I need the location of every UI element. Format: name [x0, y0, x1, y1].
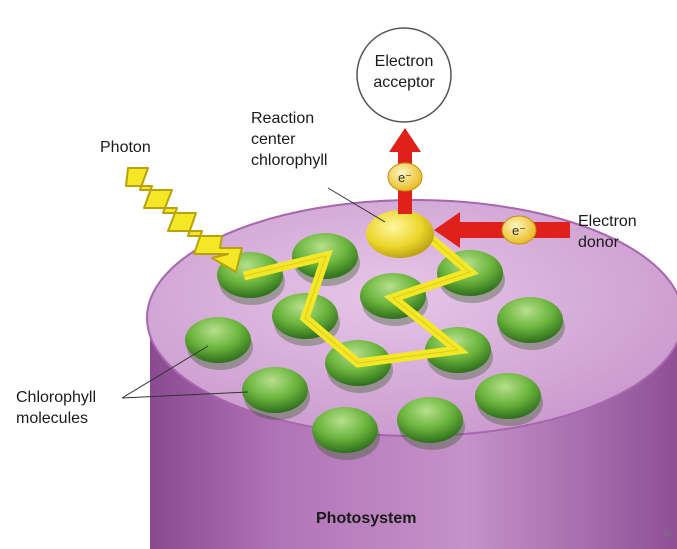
reaction-center-label-line3: chlorophyll [251, 150, 327, 171]
photon-arrow [126, 168, 242, 272]
photon-label: Photon [100, 137, 151, 158]
chlorophyll-molecule [185, 317, 253, 370]
copyright-mark: © [664, 528, 672, 540]
electron-donor-label-line2: donor [578, 232, 637, 253]
reaction-center-label-line2: center [251, 129, 327, 150]
chlorophyll-molecules-label: Chlorophyll molecules [16, 387, 96, 429]
electron-acceptor-label-line1: Electron [357, 51, 451, 72]
chlorophyll-molecule [312, 407, 380, 460]
chlorophyll-molecules-label-line1: Chlorophyll [16, 387, 96, 408]
chlorophyll-molecule [475, 373, 543, 426]
chlorophyll-molecules-label-line2: molecules [16, 408, 96, 429]
electron-symbol-donor: e⁻ [508, 220, 530, 241]
chlorophyll-molecule [497, 297, 565, 350]
electron-donor-label-line1: Electron [578, 211, 637, 232]
electron-symbol-top: e⁻ [394, 167, 416, 188]
electron-acceptor-label-line2: acceptor [357, 72, 451, 93]
reaction-center-label-line1: Reaction [251, 108, 327, 129]
photosystem-label: Photosystem [316, 508, 416, 529]
reaction-center-label: Reaction center chlorophyll [251, 108, 327, 171]
electron-donor-label: Electron donor [578, 211, 637, 253]
electron-acceptor-label: Electron acceptor [357, 51, 451, 93]
chlorophyll-molecule [397, 397, 465, 450]
chlorophyll-molecule [242, 367, 310, 420]
